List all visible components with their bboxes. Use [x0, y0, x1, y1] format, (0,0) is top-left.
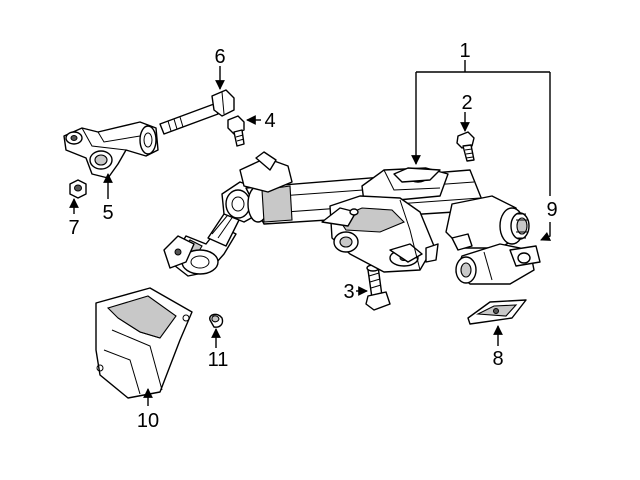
part-11-clip	[209, 313, 224, 328]
callout-4: 4	[264, 110, 275, 132]
callout-5: 5	[102, 202, 113, 224]
callout-11: 11	[208, 349, 229, 371]
steering-column-assembly	[163, 151, 541, 285]
callout-10: 10	[137, 410, 159, 432]
part-7-nut	[69, 179, 87, 199]
part-6-long-bolt	[159, 89, 235, 135]
part-5-bracket	[63, 121, 159, 179]
callout-3: 3	[343, 281, 354, 303]
part-10-lower-cover	[95, 287, 193, 399]
callout-9: 9	[546, 199, 557, 221]
callout-1: 1	[459, 40, 470, 62]
part-8-plate	[467, 299, 527, 325]
callout-2: 2	[461, 92, 472, 114]
callout-labels: 1 2 3 4 5 6 7 8 9 10 11	[68, 40, 557, 432]
part-3-stud-bolt	[365, 264, 391, 311]
part-2-bolt	[456, 131, 475, 162]
callout-7: 7	[68, 217, 79, 239]
leader-lines	[69, 60, 552, 406]
callout-6: 6	[214, 46, 225, 68]
part-4-small-bolt	[227, 115, 245, 147]
callout-8: 8	[492, 348, 503, 370]
